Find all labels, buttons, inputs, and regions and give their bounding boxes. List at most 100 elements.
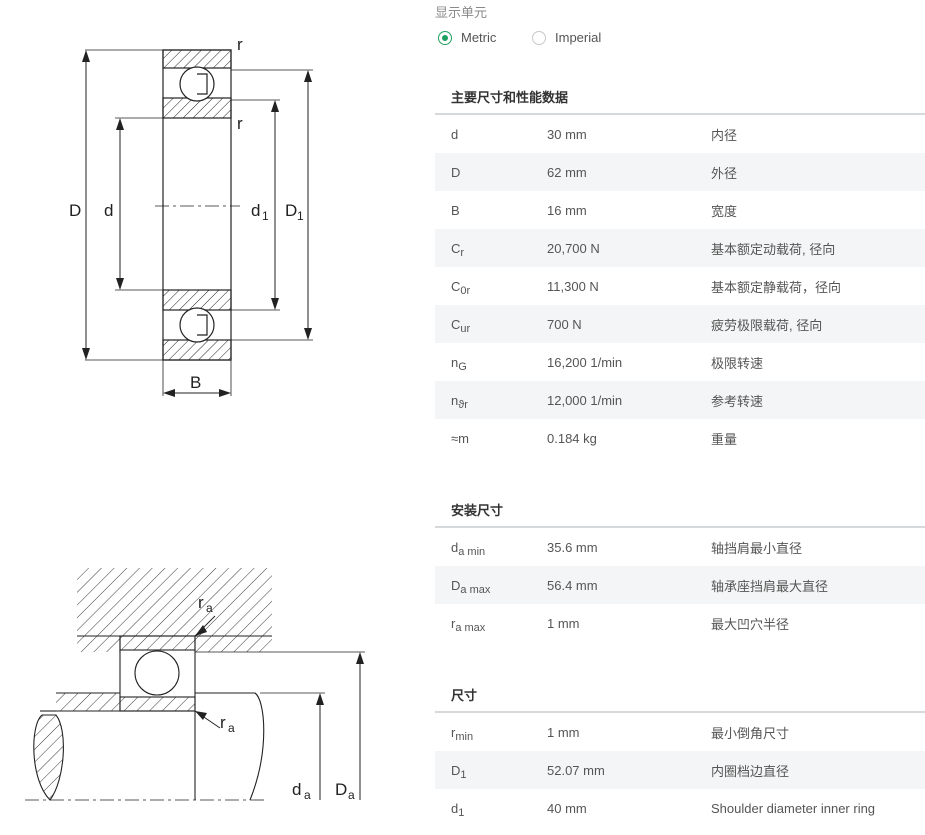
section-title: 安装尺寸 [451, 503, 504, 518]
symbol: d [451, 539, 459, 555]
label-d1: d [251, 201, 260, 220]
description-cell: 轴承座挡肩最大直径 [711, 578, 829, 594]
imperial-radio[interactable]: Imperial [532, 30, 601, 45]
table-row: d 30 mm 内径 [435, 115, 925, 153]
symbol-cell: Cr [435, 241, 547, 259]
symbol-cell: d1 [435, 800, 547, 819]
label-Da: D [335, 780, 347, 799]
description-cell: 基本额定静载荷，径向 [711, 279, 842, 295]
symbol-cell: Cur [435, 316, 547, 335]
symbol: d [451, 126, 459, 142]
value-cell: 0.184 kg [547, 430, 597, 446]
label-B: B [190, 373, 201, 392]
symbol-cell: ≈m [435, 431, 547, 446]
symbol: B [451, 202, 460, 218]
symbol-cell: nϑr [435, 393, 547, 411]
symbol-subscript: G [458, 360, 467, 373]
label-ra-bottom: r [220, 713, 226, 732]
symbol-subscript: r [460, 246, 465, 259]
label-r-inner: r [237, 114, 243, 133]
value-cell: 16,200 1/min [547, 354, 623, 370]
section-divider [435, 711, 925, 713]
description-cell: 参考转速 [711, 393, 764, 409]
label-da-sub: a [304, 788, 311, 802]
value-cell: 700 N [547, 316, 582, 332]
symbol-subscript: 1 [460, 768, 467, 781]
symbol-subscript: ur [460, 322, 471, 335]
value-cell: 35.6 mm [547, 539, 598, 555]
section-title: 主要尺寸和性能数据 [451, 90, 569, 105]
symbol: C [451, 316, 461, 332]
description-cell: 内圈档边直径 [711, 763, 790, 779]
value-cell: 1 mm [547, 615, 580, 631]
symbol-cell: Da max [435, 577, 547, 596]
symbol: D [451, 762, 461, 778]
label-ra-top-sub: a [206, 601, 213, 615]
radio-checked-icon [438, 30, 452, 45]
symbol-subscript: ϑr [458, 398, 468, 411]
mounting-dimensions-drawing: r a r a d a D a [25, 568, 365, 802]
label-D: D [69, 201, 81, 220]
description-cell: 疲劳极限载荷, 径向 [711, 317, 823, 333]
symbol-cell: C0r [435, 278, 547, 297]
symbol-subscript: 0r [460, 284, 471, 297]
section-title: 尺寸 [451, 688, 478, 703]
label-ra-bottom-sub: a [228, 721, 235, 735]
value-cell: 11,300 N [547, 278, 599, 294]
symbol: C [451, 278, 461, 294]
metric-radio-label: Metric [461, 30, 497, 45]
symbol-subscript: 1 [458, 806, 465, 819]
symbol-cell: rmin [435, 724, 547, 743]
value-cell: 30 mm [547, 126, 587, 142]
label-r-top: r [237, 35, 243, 54]
symbol: r [451, 724, 456, 740]
description-cell: Shoulder diameter inner ring [711, 800, 876, 816]
description-cell: 轴挡肩最小直径 [711, 540, 803, 556]
value-cell: 62 mm [547, 164, 587, 180]
description-cell: 最大凹穴半径 [711, 616, 790, 632]
label-D1-sub: 1 [297, 209, 304, 223]
value-cell: 12,000 1/min [547, 392, 623, 408]
symbol-subscript: a max [460, 583, 491, 596]
symbol-subscript: a min [458, 545, 486, 558]
section-divider [435, 113, 925, 115]
value-cell: 1 mm [547, 724, 580, 740]
table-row: nG 16,200 1/min 极限转速 [435, 343, 925, 381]
symbol: D [451, 164, 461, 180]
label-da: d [292, 780, 301, 799]
symbol: r [451, 615, 456, 631]
symbol-subscript: a max [455, 621, 486, 634]
imperial-radio-label: Imperial [555, 30, 602, 45]
symbol-cell: da min [435, 539, 547, 558]
symbol: D [451, 577, 461, 593]
label-D1: D [285, 201, 297, 220]
description-cell: 内径 [711, 127, 738, 143]
description-cell: 极限转速 [711, 355, 764, 371]
table-row: ra max 1 mm 最大凹穴半径 [435, 604, 925, 642]
radio-unchecked-icon [532, 30, 546, 45]
symbol: n [451, 354, 459, 370]
symbol: d [451, 800, 459, 816]
label-ra-top: r [198, 593, 204, 612]
value-cell: 16 mm [547, 202, 587, 218]
section-divider [435, 526, 925, 528]
description-cell: 重量 [711, 431, 738, 447]
metric-radio[interactable]: Metric [438, 30, 496, 45]
symbol-cell: D [435, 165, 547, 180]
label-d1-sub: 1 [262, 209, 269, 223]
